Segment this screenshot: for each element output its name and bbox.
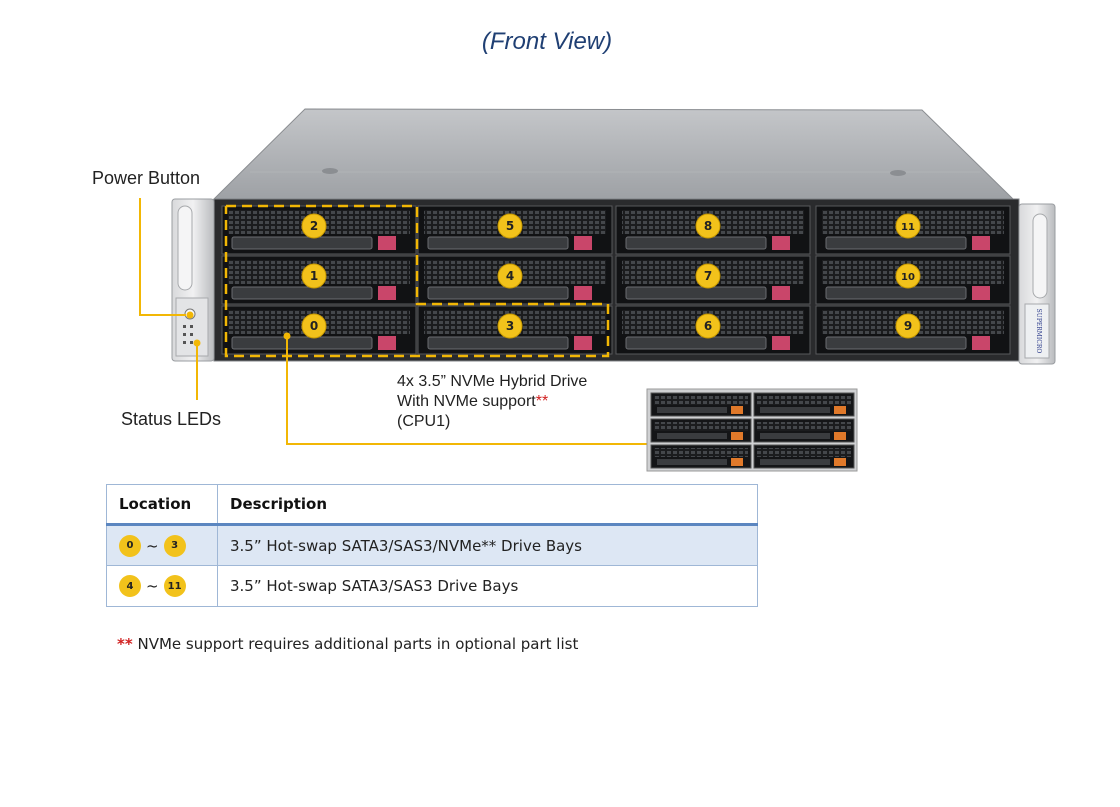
inset-tray <box>650 392 752 417</box>
left-rack-ear <box>171 198 215 362</box>
drive-bay-3: 3 <box>417 305 613 355</box>
bay-number-badge <box>301 213 327 239</box>
bay-number-label: 3 <box>506 319 514 333</box>
bay-number-label: 5 <box>506 219 514 233</box>
drive-bay-table: Location Description 0 ~ 3 3.5” Hot-swap… <box>106 484 758 607</box>
nvme-callout-line3: (CPU1) <box>397 413 451 430</box>
bay-number-label: 7 <box>704 269 712 283</box>
chassis-top <box>212 108 1015 200</box>
bay-number-label: 2 <box>310 219 318 233</box>
bay-badge: 3 <box>163 534 186 557</box>
table-row: 0 ~ 3 3.5” Hot-swap SATA3/SAS3/NVMe** Dr… <box>106 524 758 566</box>
nvme-leader <box>286 336 648 445</box>
bay-number-badge <box>497 263 523 289</box>
bay-number-label: 1 <box>310 269 318 283</box>
footnote-text: NVMe support requires additional parts i… <box>132 635 579 653</box>
status-leds-label: Status LEDs <box>121 409 222 429</box>
footnote-stars: ** <box>117 635 133 653</box>
bay-number-badge <box>497 213 523 239</box>
bay-number-badge <box>695 213 721 239</box>
nvme-tray-inset <box>646 388 858 472</box>
inset-tray <box>753 444 855 469</box>
inset-tray <box>753 392 855 417</box>
drive-bay-6: 6 <box>615 305 811 355</box>
power-button-label: Power Button <box>92 168 201 188</box>
drive-bay-7: 7 <box>615 255 811 305</box>
table-header-location: Location <box>106 484 218 525</box>
bay-number-badge <box>695 263 721 289</box>
table-cell-location: 0 ~ 3 <box>106 524 218 566</box>
bay-number-badge <box>301 263 327 289</box>
bay-number-label: 10 <box>901 272 915 283</box>
bay-number-label: 6 <box>704 319 712 333</box>
drive-bay-4: 4 <box>417 255 613 305</box>
bay-number-label: 8 <box>704 219 712 233</box>
nvme-footnote: ** NVMe support requires additional part… <box>117 635 578 653</box>
bay-number-label: 9 <box>904 319 912 333</box>
bay-number-badge <box>895 313 921 339</box>
page-title: (Front View) <box>481 28 613 55</box>
table-cell-location: 4 ~ 11 <box>106 565 218 607</box>
bay-badge: 0 <box>119 534 141 557</box>
drive-bay-10: 10 <box>815 255 1011 305</box>
drive-bay-8: 8 <box>615 205 811 255</box>
inset-tray <box>650 418 752 443</box>
nvme-callout-line1: 4x 3.5” NVMe Hybrid Drive <box>397 373 588 390</box>
drive-bay-11: 11 <box>815 205 1011 255</box>
bay-number-label: 4 <box>506 269 514 283</box>
inset-tray <box>650 444 752 469</box>
power-button-leader <box>139 198 186 316</box>
range-tilde: ~ <box>146 577 159 595</box>
range-tilde: ~ <box>146 536 159 555</box>
drive-bay-1: 1 <box>221 255 417 305</box>
table-cell-description: 3.5” Hot-swap SATA3/SAS3/NVMe** Drive Ba… <box>217 524 758 566</box>
table-header-row: Location Description <box>106 484 758 525</box>
right-rack-ear: SUPERMICRO <box>1018 203 1056 365</box>
bay-number-badge <box>301 313 327 339</box>
drive-bay-9: 9 <box>815 305 1011 355</box>
drive-bay-5: 5 <box>417 205 613 255</box>
table-cell-description: 3.5” Hot-swap SATA3/SAS3 Drive Bays <box>217 565 758 607</box>
brand-logo: SUPERMICRO <box>1035 309 1042 354</box>
nvme-drive-callout: 4x 3.5” NVMe Hybrid Drive With NVMe supp… <box>397 372 587 432</box>
bay-number-badge <box>895 213 921 239</box>
nvme-callout-line2: With NVMe support <box>397 393 536 410</box>
bay-number-badge <box>497 313 523 339</box>
bay-number-label: 0 <box>310 319 318 333</box>
bay-number-badge <box>895 263 921 289</box>
table-row: 4 ~ 11 3.5” Hot-swap SATA3/SAS3 Drive Ba… <box>106 565 758 607</box>
drive-bay-0: 0 <box>221 305 417 355</box>
bay-number-label: 11 <box>901 222 915 233</box>
bay-badge: 11 <box>163 575 186 597</box>
table-header-description: Description <box>217 484 758 525</box>
drive-bay-2: 2 <box>221 205 417 255</box>
bay-number-badge <box>695 313 721 339</box>
nvme-bay-highlight <box>224 204 610 358</box>
nvme-callout-stars: ** <box>535 393 549 410</box>
inset-tray <box>753 418 855 443</box>
bay-badge: 4 <box>119 575 141 597</box>
